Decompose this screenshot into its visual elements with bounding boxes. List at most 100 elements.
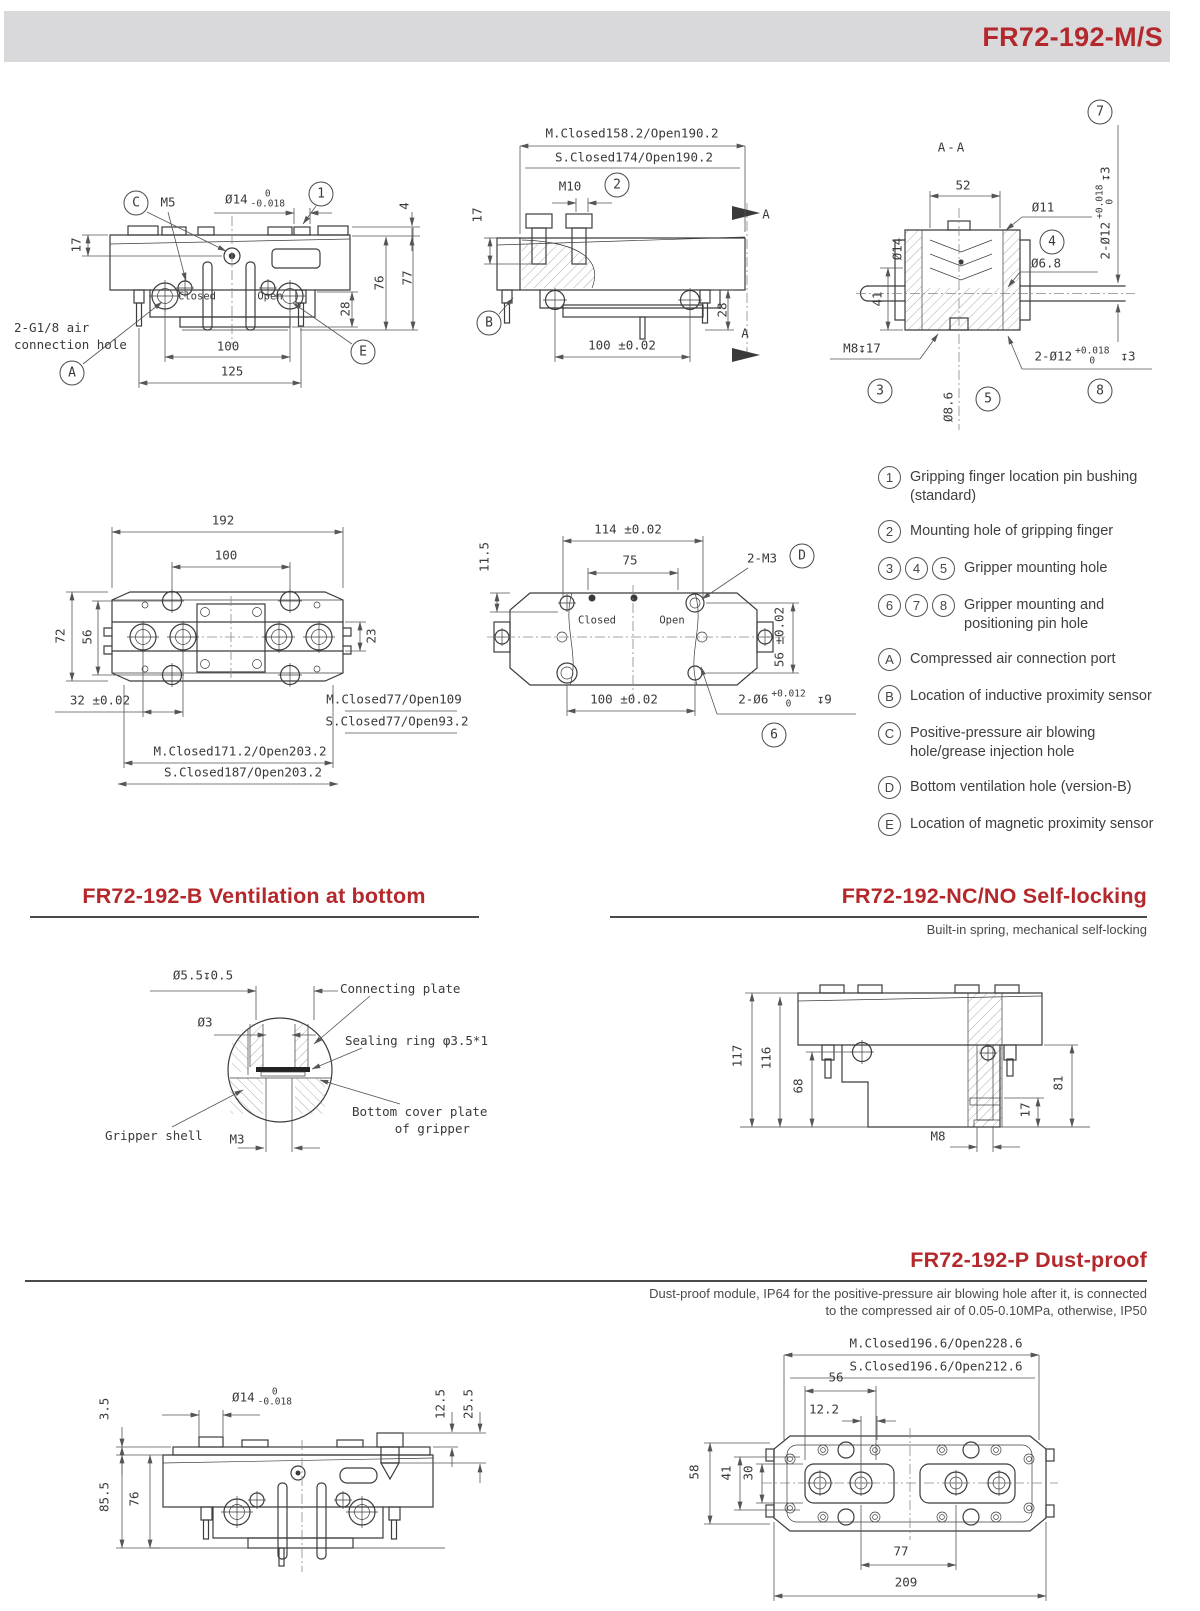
section-nc-title: FR72-192-NC/NO Self-locking — [841, 884, 1147, 908]
legend-marks: E — [878, 813, 901, 836]
legend-item: 2 Mounting hole of gripping finger — [878, 520, 1162, 543]
dim-dia14: Ø14 0-0.018 — [225, 188, 285, 209]
section-p-desc1: Dust-proof module, IP64 for the positive… — [649, 1286, 1147, 1301]
callout-2: 2 — [604, 172, 630, 198]
callout-4: 4 — [1039, 229, 1065, 255]
thread-m10: M10 — [558, 178, 582, 194]
dim-81: 81 — [1050, 1075, 1066, 1091]
legend-mark: 3 — [878, 557, 901, 580]
vent-detail-dimensions — [150, 986, 401, 1151]
dia12-nominal: 2-Ø12 — [1034, 348, 1073, 364]
dust-top-linework — [762, 1428, 1058, 1540]
legend-item-text: Location of inductive proximity sensor — [910, 688, 1152, 704]
side-s-dim: S.Closed174/Open190.2 — [554, 149, 714, 165]
dim-100-top: 100 — [214, 547, 238, 563]
dim-75: 75 — [622, 552, 638, 568]
legend-item: 1 Gripping finger location pin bushing (… — [878, 466, 1162, 506]
legend-mark: B — [878, 685, 901, 708]
legend-marks: 1 — [878, 466, 901, 489]
tol-top: 0 — [264, 188, 271, 200]
top-view-dimensions — [55, 527, 457, 787]
sealing-ring-label: Sealing ring φ3.5*1 — [345, 1033, 488, 1048]
dim-4: 4 — [396, 202, 412, 210]
thread-m3: M3 — [229, 1131, 245, 1147]
dim-192: 192 — [211, 512, 235, 528]
tol-top: +0.018 — [1075, 345, 1110, 357]
tol-bottom: -0.018 — [257, 1396, 292, 1407]
legend: 1 Gripping finger location pin bushing (… — [878, 466, 1162, 850]
closed-label: Closed — [178, 290, 216, 303]
rot-dia12: 2-Ø12 — [1097, 221, 1113, 260]
legend-item: D Bottom ventilation hole (version-B) — [878, 776, 1162, 799]
dim-100-bottom: 100 ±0.02 — [590, 691, 658, 707]
dim-52: 52 — [955, 177, 971, 193]
header-bar — [4, 11, 1170, 62]
dim-100: 100 — [216, 338, 240, 354]
dim-76: 76 — [371, 275, 387, 291]
front-view-dimensions — [82, 205, 420, 388]
legend-mark: 5 — [932, 557, 955, 580]
dim-209: 209 — [894, 1574, 918, 1590]
m-stroke-row1: M.Closed77/Open109 — [326, 691, 462, 707]
s-stroke-row2: S.Closed187/Open203.2 — [163, 764, 323, 780]
legend-item-text: Bottom ventilation hole (version-B) — [910, 779, 1132, 795]
dim-17-selflock: 17 — [1017, 1102, 1033, 1118]
side-m-dim: M.Closed158.2/Open190.2 — [545, 125, 719, 141]
section-nc-subtitle: Built-in spring, mechanical self-locking — [926, 922, 1147, 937]
dim-23: 23 — [363, 628, 379, 644]
legend-item: E Location of magnetic proximity sensor — [878, 813, 1162, 836]
legend-mark: 2 — [878, 520, 901, 543]
callout-6: 6 — [761, 722, 787, 748]
tol-bottom: 0 — [1089, 355, 1096, 366]
legend-marks: D — [878, 776, 901, 799]
dim-68: 68 — [790, 1078, 806, 1094]
open-label-bottom: Open — [659, 614, 685, 627]
dim-56-top: 56 — [79, 629, 95, 645]
legend-item-text: Compressed air connection port — [910, 651, 1116, 667]
legend-marks: B — [878, 685, 901, 708]
legend-item: A Compressed air connection port — [878, 648, 1162, 671]
page-title: FR72-192-M/S — [982, 22, 1163, 52]
side-dim-17: 17 — [469, 207, 485, 223]
legend-mark: A — [878, 648, 901, 671]
gripper-shell-label: Gripper shell — [105, 1128, 203, 1143]
dim-11-5: 11.5 — [476, 541, 492, 573]
tol-bottom: -0.018 — [250, 198, 285, 209]
section-arrow-label-bottom: A — [741, 325, 749, 341]
dust-side-linework — [150, 1432, 445, 1572]
callout-a: A — [59, 360, 85, 386]
section-p-rule — [25, 1280, 1147, 1282]
front-view-linework — [109, 216, 351, 345]
tol-bottom: 0 — [1104, 198, 1115, 205]
dim-56-bottom: 56 ±0.02 — [771, 606, 787, 668]
side-dim-28: 28 — [714, 302, 730, 318]
legend-marks: C — [878, 722, 901, 745]
dia6-depth: ↧9 — [816, 691, 832, 707]
dust-top-dimensions — [704, 1352, 1047, 1601]
dim-117: 117 — [729, 1044, 745, 1068]
legend-mark: C — [878, 722, 901, 745]
section-title: A-A — [937, 139, 967, 155]
closed-label-bottom: Closed — [578, 614, 616, 627]
legend-mark: 4 — [905, 557, 928, 580]
dim-76-dust: 76 — [126, 1491, 142, 1507]
dim-25-5: 25.5 — [460, 1388, 476, 1420]
dia14-nominal: Ø14 — [225, 191, 248, 207]
dim-30: 30 — [740, 1465, 756, 1481]
dim-116: 116 — [758, 1046, 774, 1070]
dim-77: 77 — [399, 270, 415, 286]
callout-1: 1 — [308, 181, 334, 207]
section-p-desc2: to the compressed air of 0.05-0.10MPa, o… — [825, 1303, 1147, 1318]
dim-28: 28 — [337, 301, 353, 317]
dim-dia14-rot: Ø14 — [889, 237, 905, 261]
section-nc-rule — [610, 916, 1147, 918]
dia14-nominal: Ø14 — [232, 1389, 255, 1405]
callout-8: 8 — [1087, 378, 1113, 404]
